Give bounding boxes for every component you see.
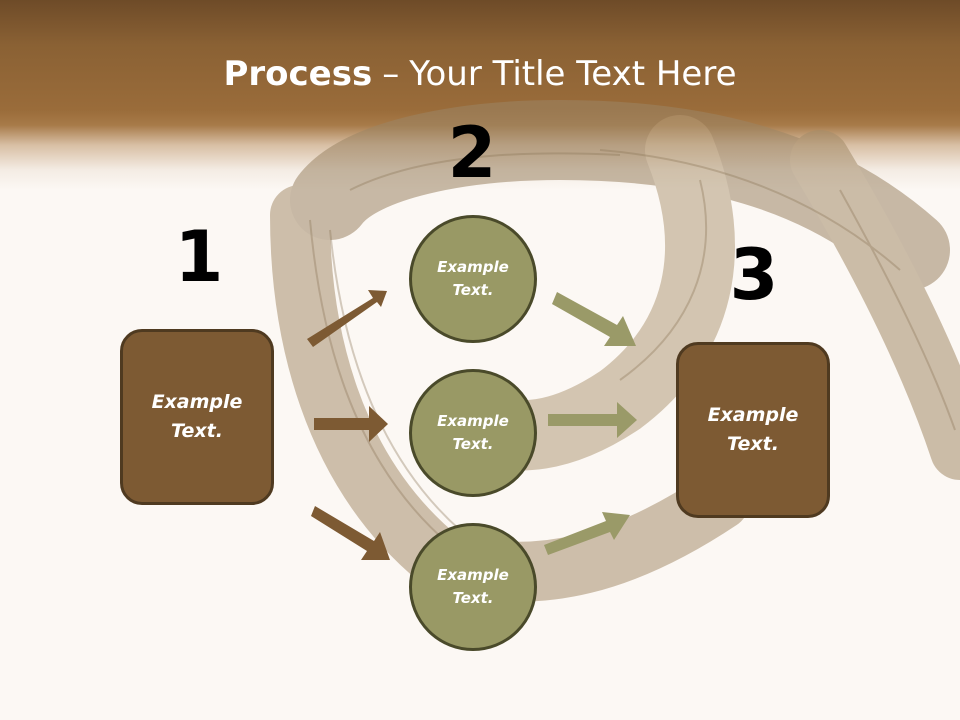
process-circle-top: Example Text. bbox=[409, 215, 537, 343]
arrow-top-to-right-icon bbox=[552, 292, 636, 346]
process-circle-bottom-text: Example Text. bbox=[437, 566, 509, 607]
output-box-text: Example Text. bbox=[707, 404, 799, 455]
step-number-1: 1 bbox=[174, 216, 224, 298]
arrow-bottom-to-right-icon bbox=[544, 512, 630, 555]
title-rest: Your Title Text Here bbox=[409, 54, 737, 94]
slide-title: Process–Your Title Text Here bbox=[0, 52, 960, 96]
process-circle-middle-text: Example Text. bbox=[437, 412, 509, 453]
output-box: Example Text. bbox=[676, 342, 830, 518]
process-circle-top-text: Example Text. bbox=[437, 258, 509, 299]
title-separator: – bbox=[382, 54, 400, 94]
arrow-middle-to-right-icon bbox=[548, 402, 637, 438]
process-circle-middle: Example Text. bbox=[409, 369, 537, 497]
arrow-left-to-top-icon bbox=[307, 290, 387, 347]
process-circle-bottom: Example Text. bbox=[409, 523, 537, 651]
step-number-3: 3 bbox=[729, 234, 779, 316]
input-box: Example Text. bbox=[120, 329, 274, 505]
arrow-left-to-middle-icon bbox=[314, 406, 388, 442]
step-number-2: 2 bbox=[447, 112, 497, 194]
title-strong: Process bbox=[223, 54, 373, 94]
arrow-left-to-bottom-icon bbox=[311, 506, 390, 560]
input-box-text: Example Text. bbox=[151, 391, 243, 442]
hair-strand-diag bbox=[790, 130, 960, 480]
